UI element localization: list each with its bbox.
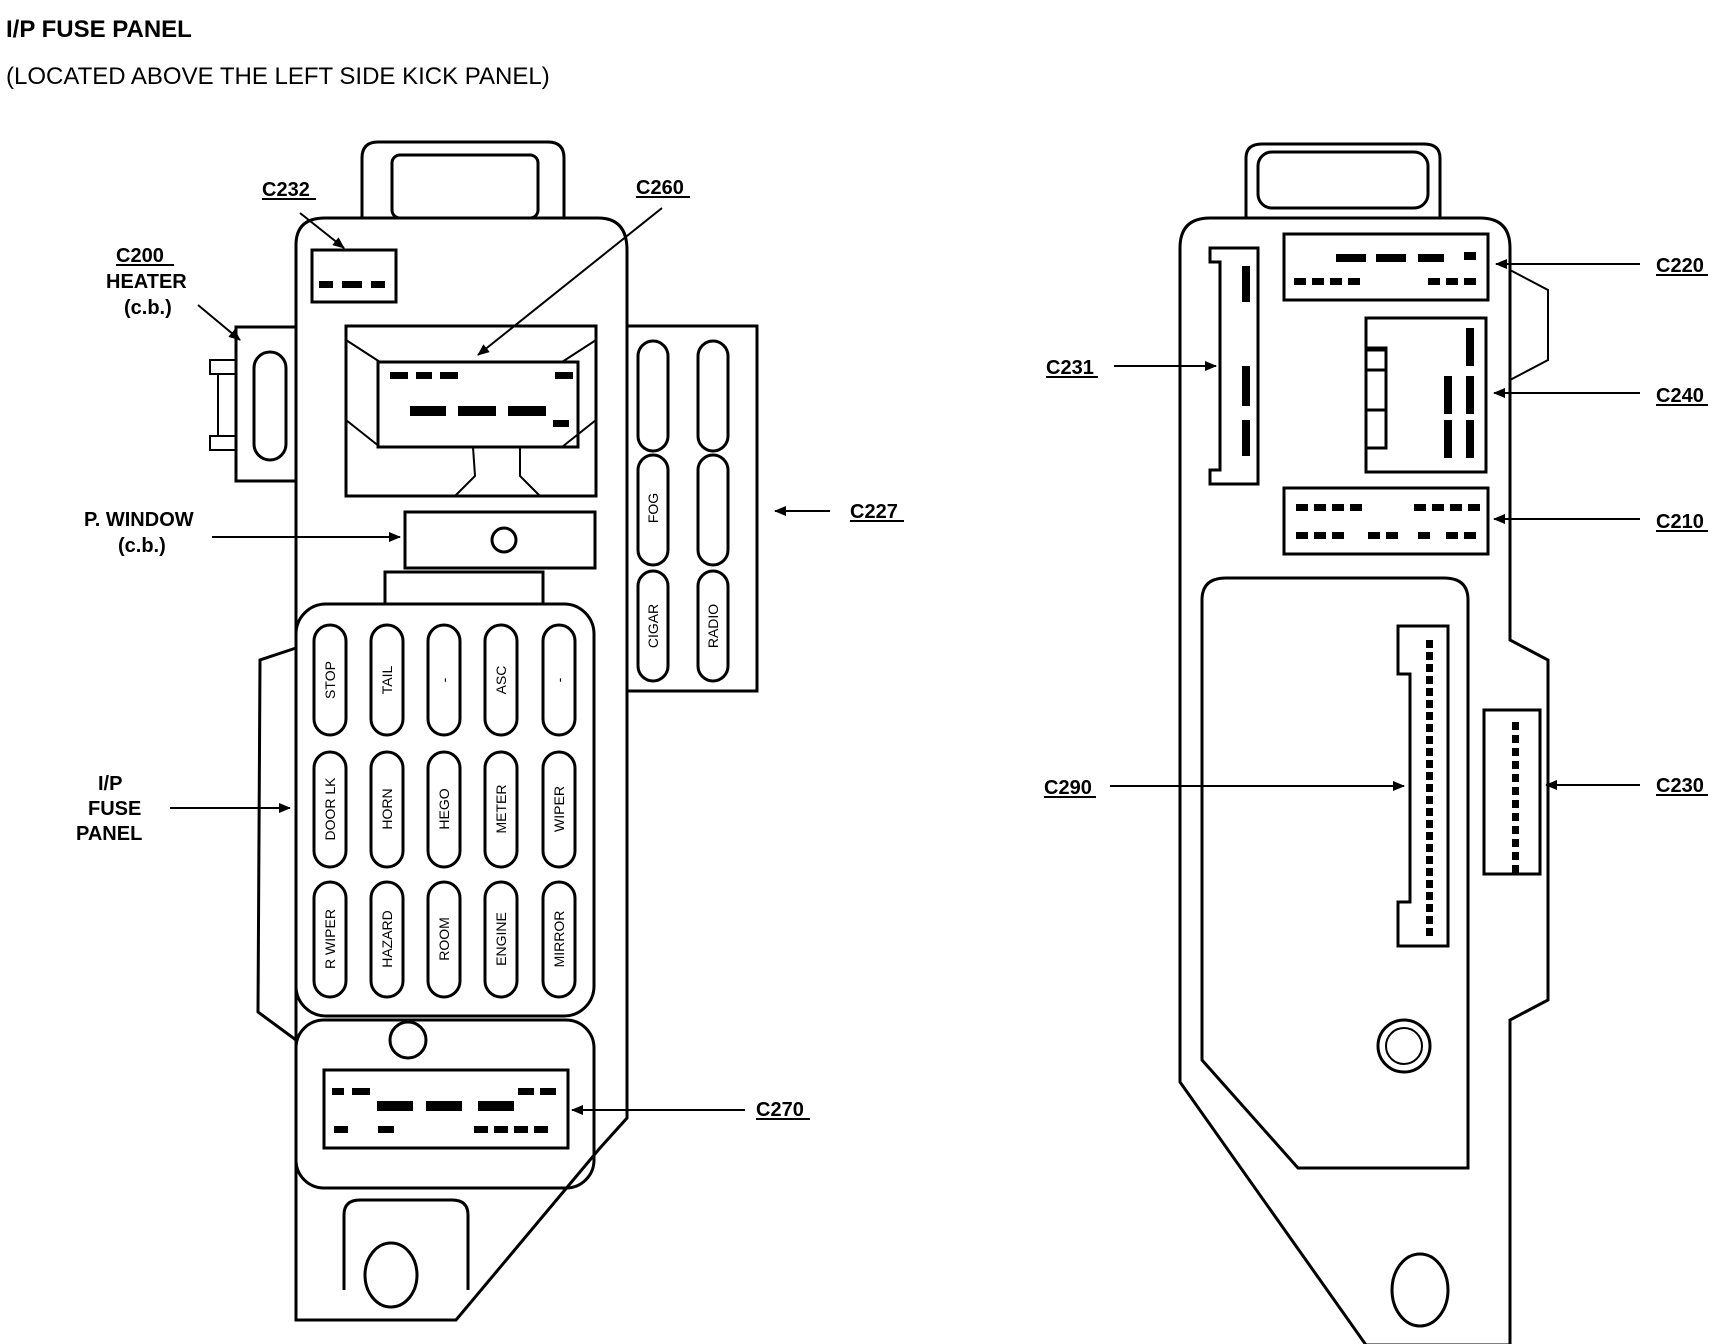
side-fuse-radio [696, 569, 730, 683]
fuse-label-tail: TAIL [379, 666, 395, 695]
c290-connector [1396, 624, 1450, 948]
fuse-label-fog: FOG [645, 493, 661, 523]
right-panel-view [1178, 142, 1550, 1344]
fuse-label-asc: ASC [493, 666, 509, 695]
side-fuse-block [625, 324, 759, 693]
c270-connector [322, 1068, 570, 1150]
label-c270: C270 [756, 1099, 804, 1121]
power-window-circuit-breaker [403, 510, 597, 570]
label-c260: C260 [636, 177, 684, 199]
fuse-slot-hego [426, 750, 462, 869]
fuse-label-radio: RADIO [705, 604, 721, 648]
fuse-label-door-lk: DOOR LK [322, 777, 338, 841]
fuse-panel-housing-rear [1178, 216, 1550, 1344]
fuse-slot-tail [369, 623, 405, 737]
fuse-label-hego: HEGO [436, 788, 452, 829]
page-subtitle: (LOCATED ABOVE THE LEFT SIDE KICK PANEL) [6, 63, 550, 90]
fuse-slot-asc [483, 623, 519, 737]
fuse-slot-door-lk [312, 750, 348, 869]
label-c290: C290 [1044, 777, 1092, 799]
fuse-slot-hazard [369, 880, 405, 999]
label-heater: HEATER [106, 271, 187, 293]
fuse-panel-housing [294, 216, 629, 1322]
label-c227: C227 [850, 501, 898, 523]
side-fuse-fog [636, 453, 670, 567]
fuse-label-engine: ENGINE [493, 912, 509, 966]
fuse-slot-mirror [541, 880, 577, 999]
c232-connector [310, 248, 398, 304]
fuse-label-dash2: - [551, 677, 567, 682]
left-panel-view: FOG CIGAR RADIO STOP TAIL - [209, 140, 759, 1322]
main-fuse-block [294, 602, 596, 1018]
label-c231: C231 [1046, 357, 1094, 379]
fuse-slot-stop [312, 623, 348, 737]
rear-bottom-hole [1390, 1252, 1450, 1328]
fuse-slot-meter [483, 750, 519, 869]
c230-connector [1482, 708, 1542, 876]
label-c240: C240 [1656, 385, 1704, 407]
label-c210: C210 [1656, 511, 1704, 533]
mounting-hole [388, 1020, 428, 1060]
fuse-label-room: ROOM [436, 917, 452, 961]
label-heater-cb: (c.b.) [124, 297, 172, 319]
fuse-label-cigar: CIGAR [645, 604, 661, 648]
fuse-slot-horn [369, 750, 405, 869]
label-c200: C200 [116, 245, 164, 267]
fuse-slot-dash1 [426, 623, 462, 737]
bottom-mounting-hole [363, 1241, 419, 1309]
fuse-slot-r-wiper [312, 880, 348, 999]
fuse-label-stop: STOP [322, 661, 338, 699]
left-callouts: C232 C260 C200 HEATER (c.b.) P. WINDOW (… [76, 177, 904, 1121]
fuse-label-hazard: HAZARD [379, 910, 395, 968]
fuse-label-mirror: MIRROR [551, 911, 567, 968]
c231-connector [1208, 246, 1260, 486]
side-fuse-cigar [636, 569, 670, 683]
right-callouts: C220 C231 C240 C210 C290 C230 [1044, 255, 1708, 799]
side-fuse-slot-1 [636, 339, 670, 453]
label-ip: I/P [98, 773, 122, 795]
label-fuse: FUSE [88, 798, 141, 820]
label-panel: PANEL [76, 823, 142, 845]
fuse-slot-room [426, 880, 462, 999]
top-mount-tab-rear [1244, 142, 1442, 218]
label-c230: C230 [1656, 775, 1704, 797]
label-c220: C220 [1656, 255, 1704, 277]
c260-connector [344, 324, 598, 498]
side-fuse-slot-2 [696, 339, 730, 453]
fuse-slot-wiper [541, 750, 577, 869]
fuse-slot-dash2 [541, 623, 577, 737]
fuse-label-wiper: WIPER [551, 786, 567, 832]
label-p-window: P. WINDOW [84, 509, 194, 531]
rear-mounting-hole [1376, 1018, 1432, 1074]
page-title: I/P FUSE PANEL [6, 16, 192, 43]
fuse-label-horn: HORN [379, 788, 395, 829]
label-c232: C232 [262, 179, 310, 201]
label-p-window-cb: (c.b.) [118, 535, 166, 557]
fuse-label-dash1: - [436, 677, 452, 682]
fuse-slot-engine [483, 880, 519, 999]
rear-recess [1200, 576, 1470, 1170]
c210-connector [1282, 486, 1490, 556]
top-mount-tab [360, 140, 566, 218]
fuse-label-r-wiper: R WIPER [322, 909, 338, 969]
c220-connector [1282, 232, 1490, 302]
fuse-label-meter: METER [493, 785, 509, 834]
side-fuse-blank [696, 453, 730, 567]
